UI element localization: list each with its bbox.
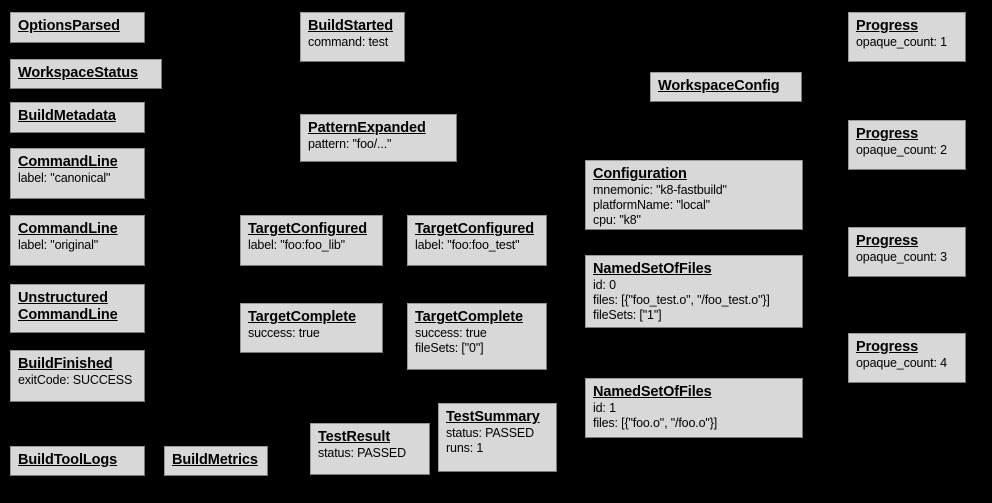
node-title: Progress [856,339,919,355]
node-title: Configuration [593,166,687,182]
node-title: Progress [856,18,919,34]
node-title: TargetComplete [415,309,523,325]
node-field: label: "original" [18,238,98,252]
node-field: opaque_count: 2 [856,143,947,157]
node-title: Progress [856,233,919,249]
node-title: TargetComplete [248,309,356,325]
node-field: mnemonic: "k8-fastbuild" [593,183,727,197]
node-title: PatternExpanded [308,120,426,136]
node-build-tool-logs[interactable]: BuildToolLogs [10,446,145,476]
node-field: opaque_count: 1 [856,35,947,49]
node-title: BuildFinished [18,356,113,372]
node-field: status: PASSED [446,426,534,440]
node-title: TargetConfigured [415,221,534,237]
node-title: TargetConfigured [248,221,367,237]
node-title: CommandLine [18,154,118,170]
node-workspace-status[interactable]: WorkspaceStatus [10,59,162,89]
node-field: files: [{"foo_test.o", "/foo_test.o"}] [593,293,770,307]
node-field: command: test [308,35,389,49]
node-field: success: true [248,326,320,340]
node-title: WorkspaceStatus [18,65,138,81]
node-title: OptionsParsed [18,18,120,34]
node-title: BuildMetadata [18,108,116,124]
node-title: Progress [856,126,919,142]
node-title: Unstructured CommandLine [18,290,118,323]
node-field: label: "foo:foo_lib" [248,238,345,252]
node-workspace-config[interactable]: WorkspaceConfig [650,72,802,102]
node-field: id: 0 [593,278,616,292]
node-field: opaque_count: 4 [856,356,947,370]
node-title: NamedSetOfFiles [593,384,712,400]
node-field: fileSets: ["1"] [593,308,662,322]
node-field: label: "canonical" [18,171,111,185]
node-title: BuildToolLogs [18,452,118,468]
node-field: label: "foo:foo_test" [415,238,520,252]
node-title: TestSummary [446,409,540,425]
node-build-metrics[interactable]: BuildMetrics [164,446,268,476]
node-title: BuildStarted [308,18,394,34]
node-title: BuildMetrics [172,452,258,468]
node-field: opaque_count: 3 [856,250,947,264]
node-field: id: 1 [593,401,616,415]
node-title: NamedSetOfFiles [593,261,712,277]
node-field: fileSets: ["0"] [415,341,484,355]
node-build-metadata[interactable]: BuildMetadata [10,102,145,133]
node-field: status: PASSED [318,446,406,460]
node-title: WorkspaceConfig [658,78,780,94]
node-title: CommandLine [18,221,118,237]
node-field: platformName: "local" [593,198,710,212]
node-field: cpu: "k8" [593,213,641,227]
node-field: pattern: "foo/..." [308,137,392,151]
node-unstructured-command-line[interactable]: Unstructured CommandLine [10,284,145,333]
node-title: TestResult [318,429,391,445]
node-field: runs: 1 [446,441,484,455]
node-field: exitCode: SUCCESS [18,373,133,387]
node-options-parsed[interactable]: OptionsParsed [10,12,145,43]
node-field: files: [{"foo.o", "/foo.o"}] [593,416,718,430]
node-field: success: true [415,326,487,340]
